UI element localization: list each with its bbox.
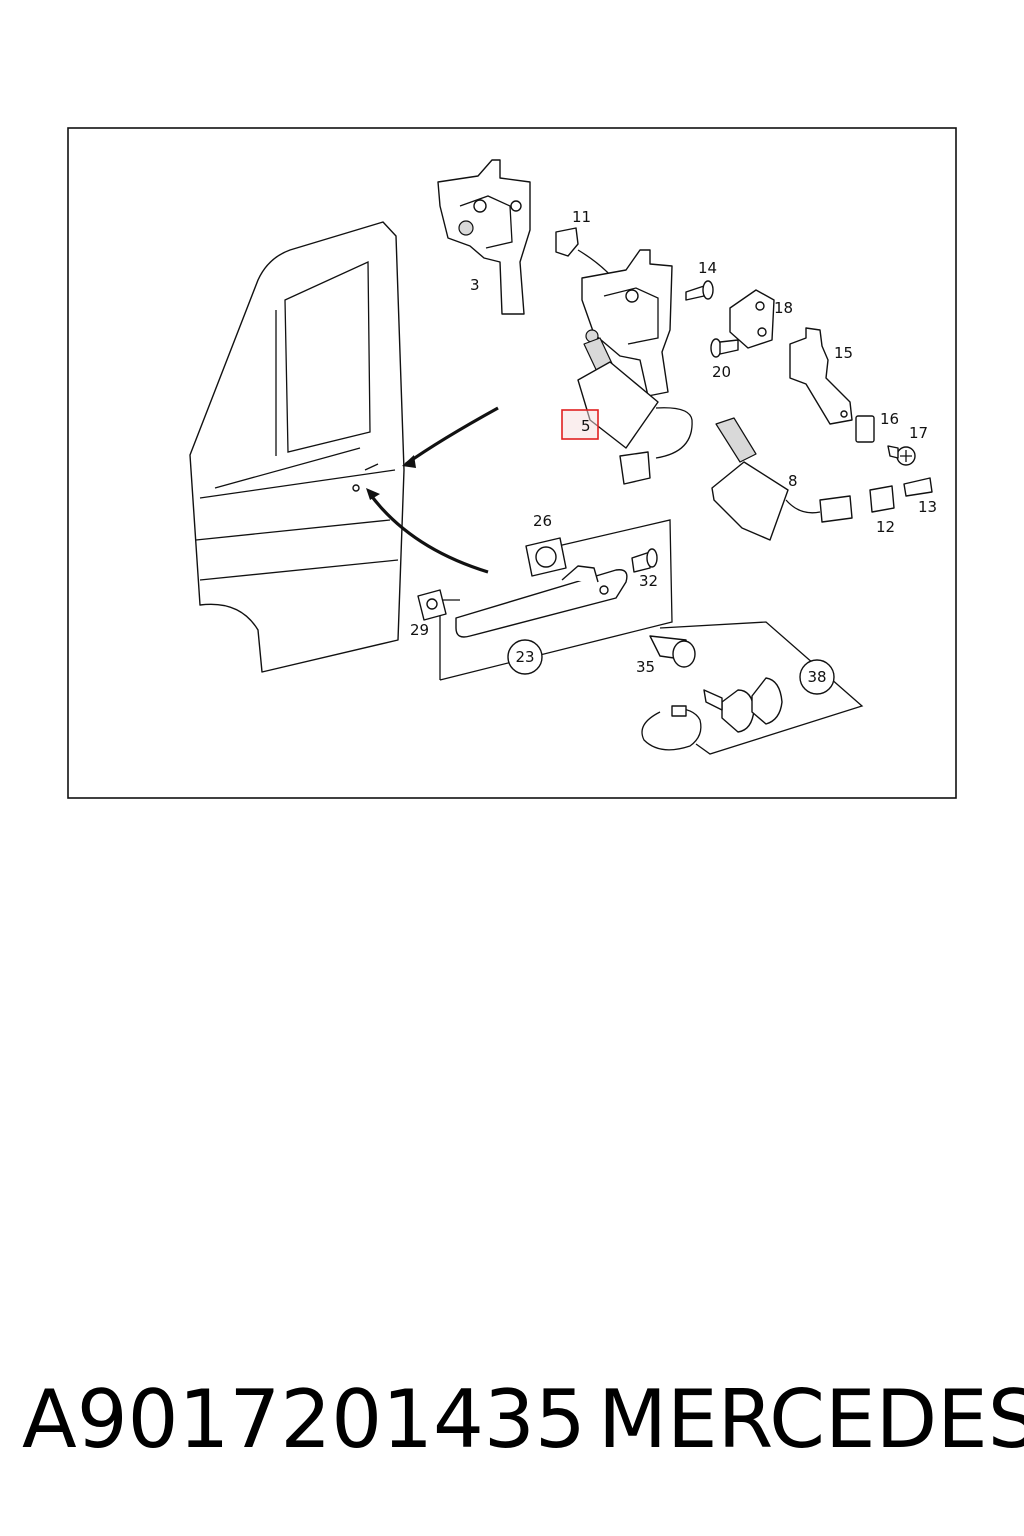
screw-20 [710,338,739,358]
part-number: A9017201435 [22,1373,586,1466]
lock-cylinder-35 [649,635,696,668]
callout-38: 38 [807,668,826,686]
door-arrow-lower [368,493,489,574]
callout-12: 12 [876,518,895,536]
callout-29: 29 [410,621,429,639]
callout-23-circle [507,639,543,675]
door-panel [189,221,405,673]
callout-26: 26 [533,512,552,530]
callout-13: 13 [918,498,937,516]
screw-14 [685,280,714,301]
callout-32: 32 [639,572,658,590]
callout-5: 5 [581,417,591,435]
callout-23: 23 [515,648,534,666]
callout-8: 8 [788,472,798,490]
door-handle-23 [455,565,628,638]
clip-16 [855,415,875,443]
callout-14: 14 [698,259,717,277]
strap-ring [641,705,702,751]
screw-32 [631,548,658,573]
keys-38 [703,677,783,733]
parts-diagram: 3 5 8 11 12 13 14 15 16 17 18 20 23 26 2… [67,127,957,799]
callout-11: 11 [572,208,591,226]
callout-16: 16 [880,410,899,428]
screw-17 [887,445,916,466]
callout-35: 35 [636,658,655,676]
bracket-15 [789,327,853,425]
callout-3: 3 [470,276,480,294]
connector-12 [869,485,895,513]
callout-17: 17 [909,424,928,442]
footer: A9017201435 MERCEDES [0,1370,1024,1480]
brand-name: MERCEDES [598,1373,1024,1466]
callout-20: 20 [712,363,731,381]
door-lock-3 [437,159,531,315]
seal-29 [417,589,447,621]
actuator-8 [711,417,853,541]
key-group-bracket [659,621,864,755]
callout-38-circle [799,659,835,695]
callout-15: 15 [834,344,853,362]
connector-13 [903,477,933,497]
bracket-18 [729,289,775,349]
highlight-box [561,409,599,440]
callout-18: 18 [774,299,793,317]
seal-26 [525,537,567,577]
